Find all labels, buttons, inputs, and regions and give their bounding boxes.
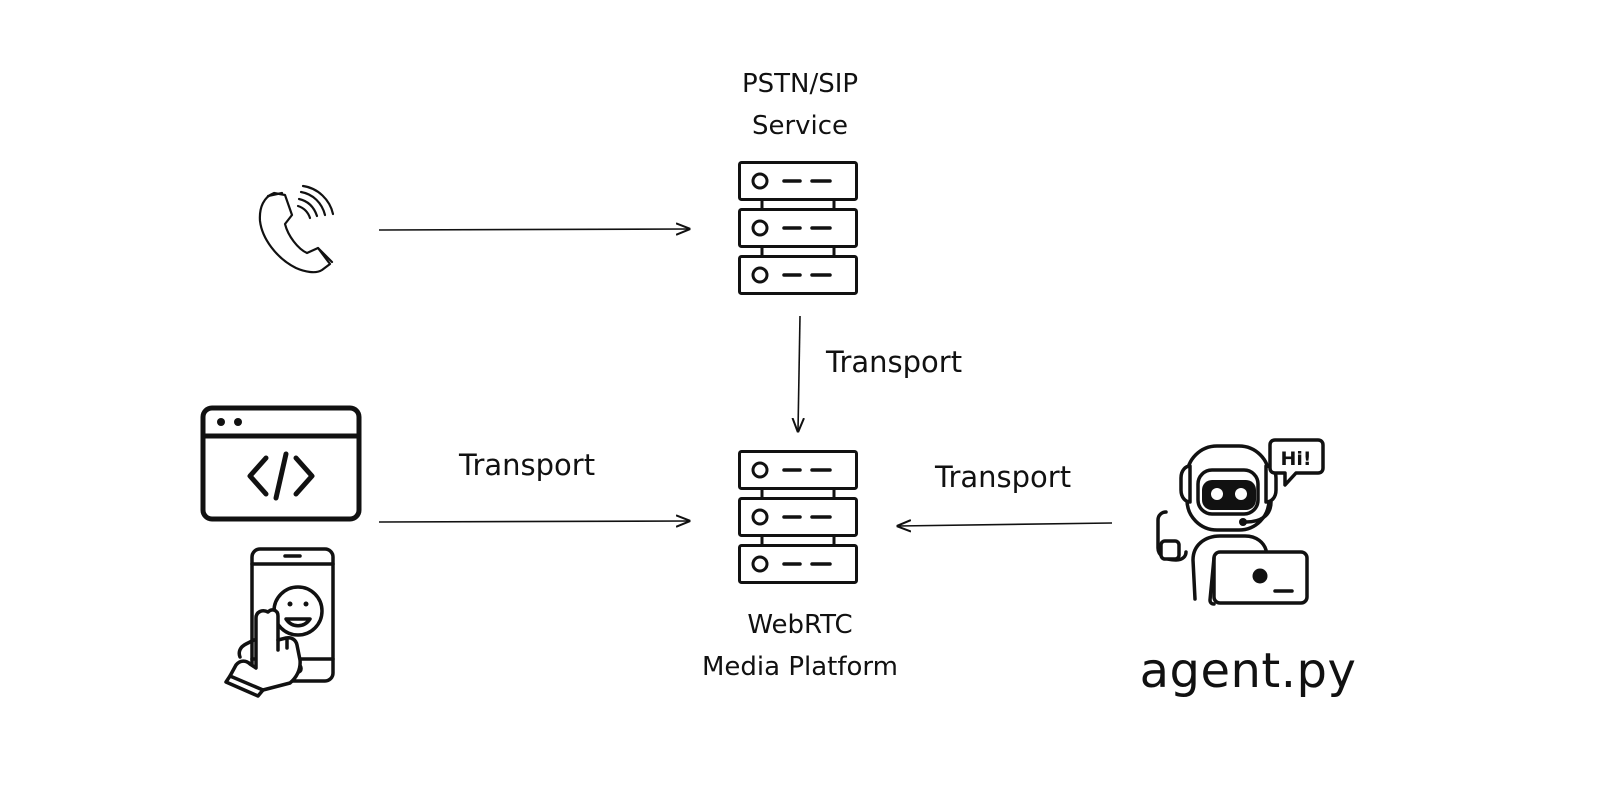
pstn-title-line2: Service — [751, 111, 849, 141]
pstn-to-webrtc-arrow — [798, 315, 800, 431]
svg-text:Hi!: Hi! — [1280, 448, 1311, 470]
agent-to-webrtc-arrow — [898, 523, 1113, 526]
pstn-service-title: PSTN/SIP Service — [680, 63, 920, 147]
phone-to-pstn-arrow — [378, 229, 689, 230]
robot-agent-icon: Hi! — [1156, 438, 1325, 606]
webrtc-platform-title: WebRTC Media Platform — [660, 604, 940, 688]
mobile-touch-icon — [224, 547, 335, 698]
webrtc-title-line1: WebRTC — [747, 610, 853, 640]
browser-code-icon — [200, 405, 362, 522]
pstn-transport-label: Transport — [826, 345, 963, 379]
pstn-server-icon — [738, 161, 858, 295]
agent-transport-label: Transport — [935, 460, 1072, 494]
clients-to-webrtc-arrow — [378, 521, 689, 522]
webrtc-server-icon — [738, 450, 858, 584]
pstn-title-line1: PSTN/SIP — [741, 69, 859, 99]
webrtc-title-line2: Media Platform — [701, 652, 898, 682]
clients-transport-label: Transport — [459, 448, 596, 482]
agent-name-label: agent.py — [1139, 643, 1357, 699]
phone-ringing-icon — [258, 184, 335, 274]
